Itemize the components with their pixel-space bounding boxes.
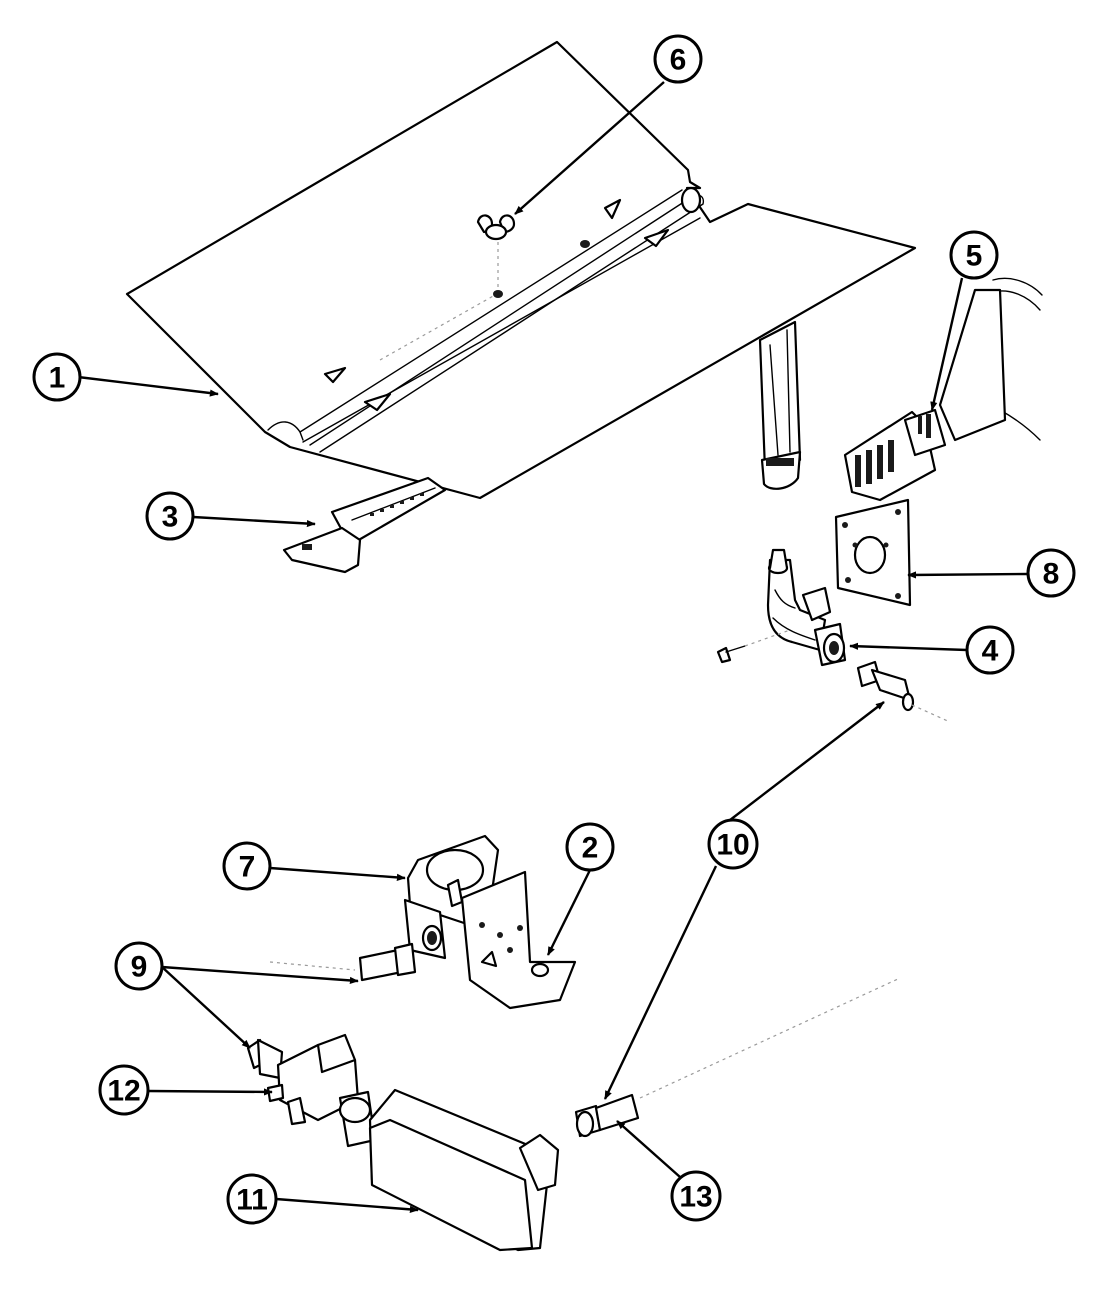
leader-9a (161, 965, 359, 985)
leader-6 (514, 81, 665, 215)
callout-9-label: 9 (131, 951, 148, 984)
callout-3: 3 (145, 491, 195, 541)
leader-5 (930, 277, 964, 411)
callout-6-label: 6 (670, 44, 687, 77)
callout-3-label: 3 (162, 501, 179, 534)
mounting-plate-part (834, 498, 912, 607)
callout-2: 2 (565, 822, 615, 872)
orifice-fitting-upper-part (856, 660, 951, 723)
callout-11-label: 11 (236, 1184, 268, 1217)
callout-10: 10 (707, 818, 759, 870)
callout-7: 7 (222, 841, 272, 891)
callout-9: 9 (114, 941, 164, 991)
leader-7 (269, 866, 406, 881)
leader-9b (161, 966, 251, 1049)
leader-lines (77, 81, 1029, 1213)
callout-7-label: 7 (239, 851, 256, 884)
callout-1: 1 (32, 352, 82, 402)
leader-12 (147, 1088, 273, 1096)
callout-12: 12 (98, 1064, 150, 1116)
elbow-fitting-part (716, 548, 847, 667)
leader-1 (77, 375, 219, 397)
broiler-baffle-part (125, 40, 917, 500)
callout-4: 4 (965, 625, 1015, 675)
igniter-switch-part (843, 277, 1043, 502)
callout-8-label: 8 (1043, 558, 1060, 591)
callout-10-label: 10 (716, 829, 749, 862)
orifice-fitting-lower-part (574, 977, 901, 1138)
leader-10b (603, 865, 718, 1100)
callout-13: 13 (670, 1170, 722, 1222)
leader-10a (716, 701, 885, 831)
leader-11 (275, 1197, 419, 1213)
callout-6: 6 (653, 34, 703, 84)
callout-12-label: 12 (107, 1075, 140, 1108)
callout-5: 5 (949, 230, 999, 280)
callout-2-label: 2 (582, 832, 599, 865)
callout-8: 8 (1026, 548, 1076, 598)
leader-4 (849, 642, 968, 652)
leader-13 (616, 1120, 681, 1178)
wing-nut-part (476, 214, 516, 241)
callout-1-label: 1 (49, 362, 66, 395)
valve-bracket-part (460, 870, 577, 1010)
callout-5-label: 5 (966, 240, 983, 273)
igniter-tube-part (758, 320, 802, 490)
callout-4-label: 4 (982, 635, 999, 668)
ignition-module-part (338, 1088, 560, 1252)
leader-8 (907, 571, 1029, 579)
callout-11: 11 (226, 1173, 278, 1225)
burner-tube-part (282, 476, 447, 574)
callout-13-label: 13 (679, 1181, 712, 1214)
leader-3 (192, 515, 316, 528)
leader-2 (546, 869, 592, 956)
